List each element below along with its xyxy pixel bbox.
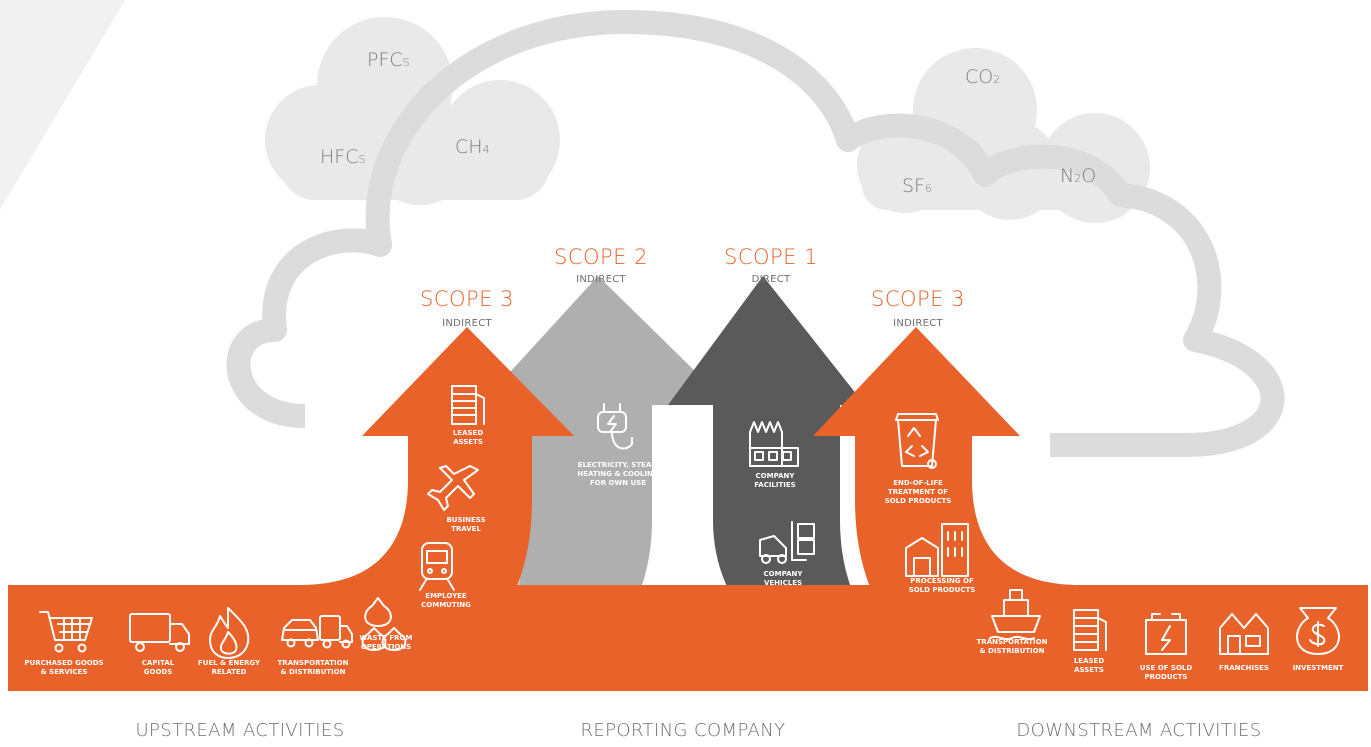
downstream-transport-label-line: TRANSPORTATION (977, 638, 1048, 646)
end-of-life-label-line: SOLD PRODUCTS (885, 497, 952, 505)
downstream-activities-label: DOWNSTREAM ACTIVITIES (1016, 720, 1261, 741)
capital-goods-label-line: GOODS (144, 668, 173, 676)
purchased-goods-label: PURCHASED GOODS& SERVICES (24, 659, 103, 676)
scope1-title: SCOPE 1 (724, 245, 818, 269)
scope3-right-subtitle: INDIRECT (893, 318, 943, 329)
gas-pfcs: PFCS (367, 49, 410, 71)
purchased-goods-label-line: PURCHASED GOODS (24, 659, 103, 667)
electricity-label-line: HEATING & COOLING (577, 470, 658, 478)
scope3-left-title: SCOPE 3 (420, 287, 514, 311)
waste-operations-label-line: WASTE FROM (360, 634, 413, 642)
gas-n2o: N2O (1060, 165, 1096, 187)
investment-label-line: INVESTMENT (1293, 664, 1344, 672)
upstream-transport-label-line: TRANSPORTATION (278, 659, 349, 667)
business-travel-label-line: BUSINESS (446, 516, 485, 524)
electricity-label-line: ELECTRICITY, STEAM (578, 461, 658, 469)
electricity-label-line: FOR OWN USE (590, 479, 646, 487)
use-of-products-label-line: USE OF SOLD (1140, 664, 1193, 672)
company-facilities-label-line: COMPANY (756, 472, 796, 480)
gas-co2: CO2 (965, 66, 1000, 88)
shopping-cart-icon (39, 611, 93, 653)
battery-icon (1145, 613, 1187, 655)
fuel-energy-label-line: FUEL & ENERGY (198, 659, 261, 667)
end-of-life-label-line: END-OF-LIFE (893, 479, 943, 487)
waste-bags-icon (361, 597, 407, 651)
airplane-icon (427, 465, 479, 511)
electric-plug-icon (597, 403, 633, 450)
corner-wedge (0, 0, 125, 210)
upstream-leased-assets-label-line: ASSETS (453, 438, 483, 446)
waste-operations-label-line: OPERATIONS (361, 643, 411, 651)
leased-building-icon (1073, 609, 1107, 651)
end-of-life-label-line: TREATMENT OF (888, 488, 948, 496)
employee-commuting-label-line: EMPLOYEE (425, 592, 467, 600)
employee-commuting-label-line: COMMUTING (421, 601, 471, 609)
franchises-label-line: FRANCHISES (1219, 664, 1269, 672)
company-vehicles-label-line: COMPANY (764, 570, 804, 578)
office-building-icon (451, 385, 485, 425)
purchased-goods-label-line: & SERVICES (41, 668, 88, 676)
recycling-bin-icon (895, 413, 939, 469)
investment-label: INVESTMENT (1293, 664, 1344, 672)
processing-products-label-line: PROCESSING OF (910, 577, 974, 585)
gas-ch4: CH4 (455, 136, 490, 158)
franchises-label: FRANCHISES (1219, 664, 1269, 672)
reporting-cloud-outline (226, 10, 1285, 457)
capital-goods-label-line: CAPITAL (142, 659, 175, 667)
scope1-subtitle: DIRECT (752, 274, 791, 285)
reporting-company-label: REPORTING COMPANY (580, 720, 785, 741)
downstream-leased-assets-label-line: LEASED (1074, 657, 1104, 665)
upstream-transport-label: TRANSPORTATION& DISTRIBUTION (278, 659, 349, 676)
forklift-icon (759, 521, 815, 564)
gas-hfcs: HFCS (320, 146, 365, 168)
money-bag-icon (1296, 607, 1340, 655)
downstream-transport-label-line: & DISTRIBUTION (980, 647, 1045, 655)
train-icon (419, 542, 455, 591)
downstream-leased-assets-label-line: ASSETS (1074, 666, 1104, 674)
downstream-transport-label: TRANSPORTATION& DISTRIBUTION (977, 638, 1048, 655)
processing-products-label-line: SOLD PRODUCTS (909, 586, 976, 594)
vehicles-icon (281, 615, 353, 649)
upstream-transport-label-line: & DISTRIBUTION (281, 668, 346, 676)
warehouse-icon (905, 523, 969, 577)
scope3-right-title: SCOPE 3 (871, 287, 965, 311)
scope3-upstream-arrow (300, 327, 574, 691)
fuel-energy-label-line: RELATED (212, 668, 247, 676)
company-vehicles-label-line: VEHICLES (764, 579, 802, 587)
gas-sf6: SF6 (902, 175, 932, 197)
scope2-title: SCOPE 2 (554, 245, 648, 269)
storefront-icon (1219, 613, 1269, 655)
use-of-products-label-line: PRODUCTS (1145, 673, 1188, 681)
business-travel-label-line: TRAVEL (451, 525, 481, 533)
factory-icon (749, 421, 799, 467)
scope2-subtitle: INDIRECT (576, 274, 626, 285)
upstream-leased-assets-label-line: LEASED (453, 429, 483, 437)
cargo-ship-icon (989, 589, 1041, 641)
scope3-left-subtitle: INDIRECT (442, 318, 492, 329)
value-chain-band (8, 585, 1368, 691)
company-facilities-label-line: FACILITIES (754, 481, 795, 489)
delivery-truck-icon (129, 613, 190, 652)
flame-icon (209, 607, 250, 659)
upstream-activities-label: UPSTREAM ACTIVITIES (135, 720, 344, 741)
